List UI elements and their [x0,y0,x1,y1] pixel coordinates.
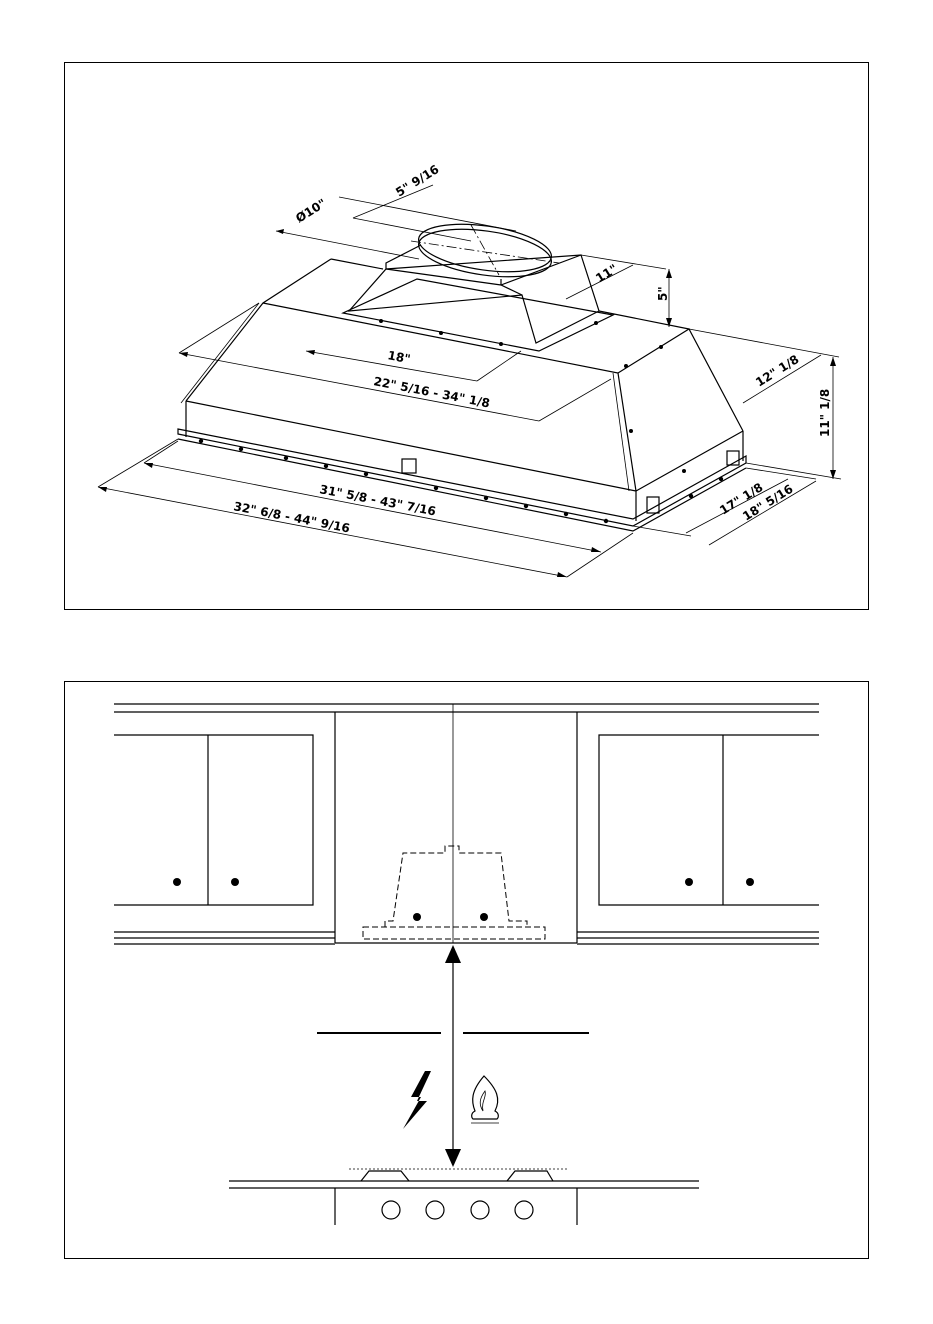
hood-body [178,217,746,531]
dim-upper-width: 22" 5/16 - 34" 1/8 [372,374,491,410]
dim-overall-height: 11" 1/8 [818,389,832,437]
dim-duct-diameter: Ø10" [293,196,329,225]
installation-drawing [65,682,870,1260]
dim-duct-offset: 5" 9/16 [393,162,441,199]
hood-drawing: Ø10" 5" 9/16 11" 5" 18" 22" 5/16 - 34" 1… [65,63,870,611]
installation-clearance-diagram [64,681,869,1259]
cooktop [229,1169,699,1225]
dim-overall-width: 32" 6/8 - 44" 9/16 [232,499,351,535]
dim-inner-width: 18" [386,348,411,366]
hood-insert-outline [363,846,545,939]
electric-bolt-icon [403,1071,431,1129]
hood-dimension-diagram: Ø10" 5" 9/16 11" 5" 18" 22" 5/16 - 34" 1… [64,62,869,610]
dim-collar-height: 5" [656,286,670,301]
gas-flame-icon [471,1076,499,1123]
upper-cabinets [114,704,819,944]
dimension-lines [98,185,841,577]
dim-collar-depth: 11" [593,262,620,286]
dim-side-depth: 12" 1/8 [753,352,801,389]
clearance-arrow [317,945,589,1167]
